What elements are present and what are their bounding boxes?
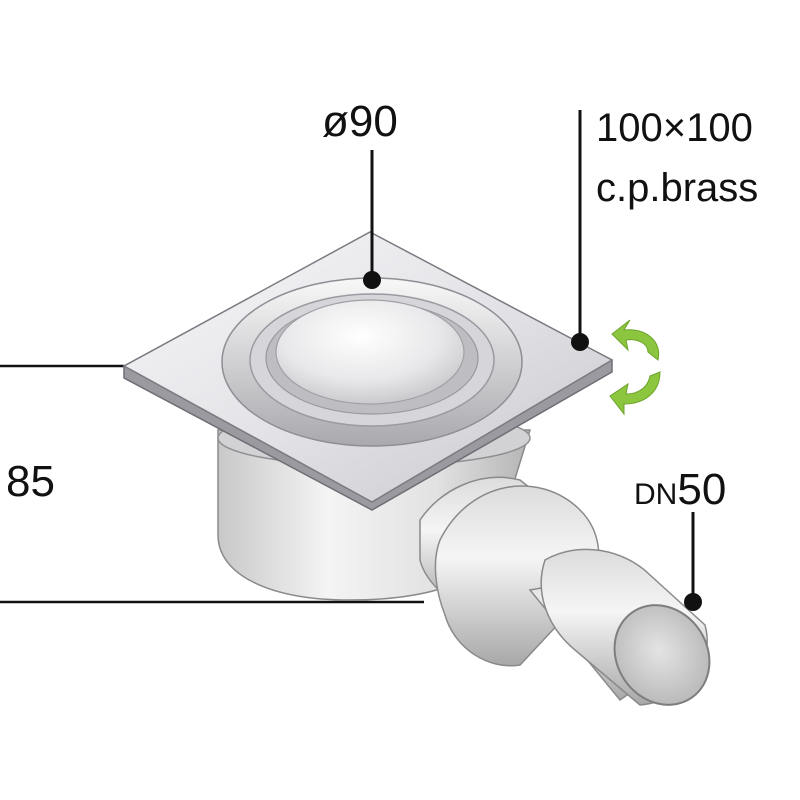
- material-label: c.p.brass: [596, 166, 759, 210]
- rotate-arrows-icon: [609, 319, 661, 416]
- leaders: [363, 110, 702, 611]
- grate-cap: [275, 299, 465, 405]
- rotate-arrow-bottom: [609, 371, 661, 416]
- outlet-prefix: DN: [634, 478, 678, 511]
- dn-leader-dot: [684, 593, 702, 611]
- pipe-end-opening: [613, 604, 711, 706]
- diameter-leader-dot: [363, 271, 381, 289]
- outlet-size-value: 50: [677, 465, 727, 514]
- height-label: 85: [6, 457, 55, 506]
- diameter-label: ø90: [322, 97, 398, 146]
- size-leader-dot: [571, 333, 589, 351]
- round-grate: [221, 277, 523, 447]
- outlet-pipe: [419, 476, 711, 706]
- rotate-arrow-top: [611, 319, 660, 361]
- cover-size-label: 100×100: [596, 106, 753, 150]
- height-dimension-lines: [0, 364, 424, 604]
- outlet-size-label: DN50: [634, 468, 726, 512]
